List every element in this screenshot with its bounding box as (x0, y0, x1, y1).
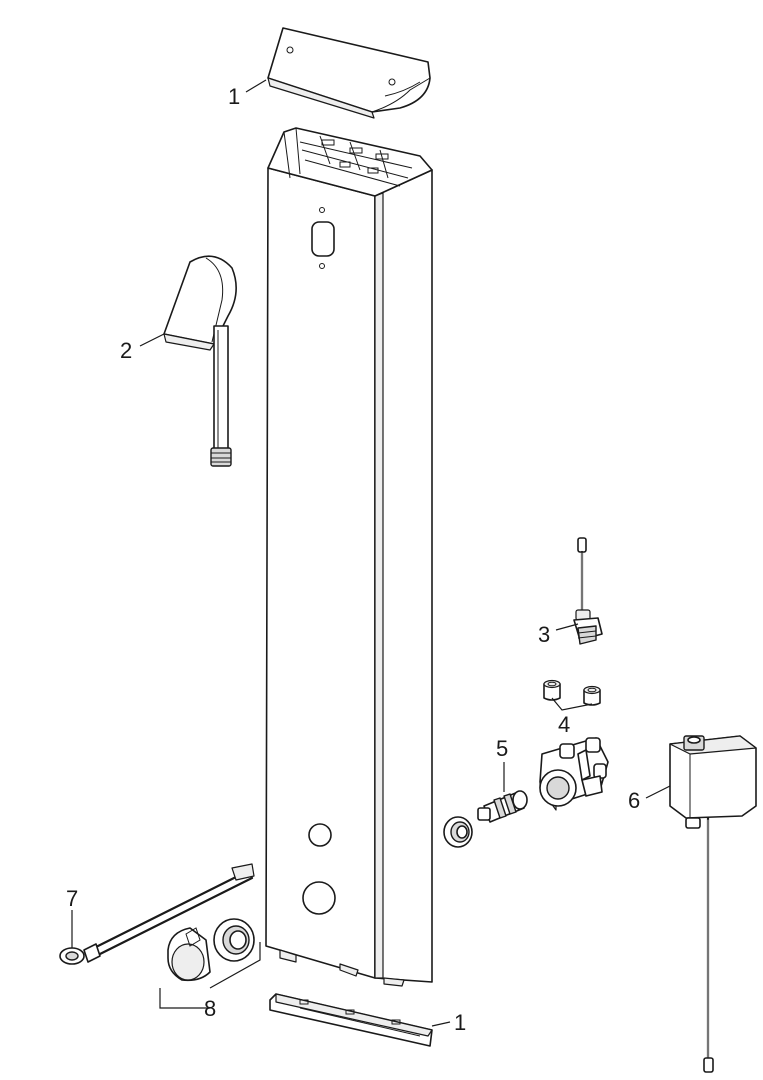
callout-nipples: 4 (558, 712, 570, 737)
callout-cartridge: 5 (496, 736, 508, 761)
top-cover-part (267, 27, 431, 119)
callout-spout: 2 (120, 338, 132, 363)
callout-bottom-cover: 1 (454, 1010, 466, 1035)
cable-part (59, 863, 255, 965)
callout-cable: 7 (66, 886, 78, 911)
callout-control-box: 6 (628, 788, 640, 813)
column-housing-part (265, 127, 433, 987)
sensor-valve-part (573, 537, 603, 645)
callout-sensor-valve: 3 (538, 622, 550, 647)
control-box-part (669, 735, 757, 1073)
callout-handle-set: 8 (204, 996, 216, 1021)
nipples-part (543, 679, 601, 706)
leader-lines (71, 79, 671, 1027)
bottom-cover-part (269, 993, 433, 1047)
valve-body-part (539, 737, 609, 811)
spout-part (163, 255, 237, 467)
handle-set-part (167, 918, 255, 982)
cartridge-part (477, 790, 528, 823)
callout-top-cover: 1 (228, 84, 240, 109)
ring-nut-part (443, 816, 473, 848)
